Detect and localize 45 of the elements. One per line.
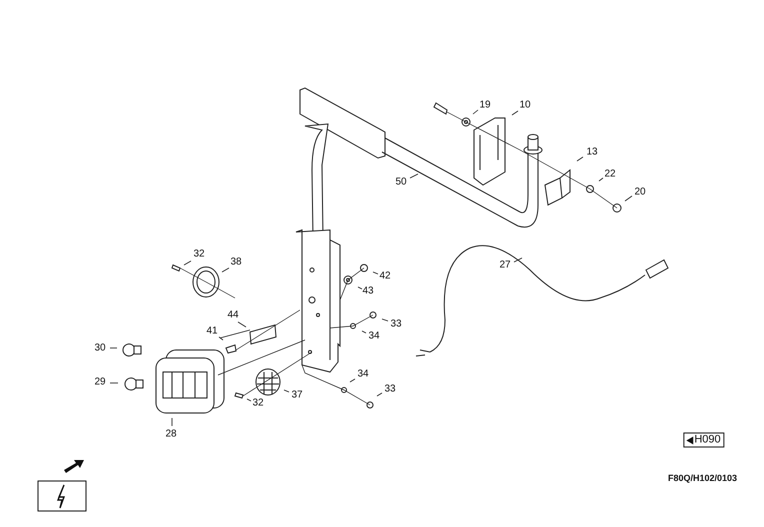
callout-number: 22 <box>604 168 616 180</box>
callout-number: 33 <box>384 384 396 394</box>
drawing-number: F80Q/H102/0103 <box>668 473 738 484</box>
callout-number: 50 <box>395 176 407 188</box>
callout-number: 19 <box>479 100 491 110</box>
callout-number: 20 <box>634 186 646 198</box>
leader-line <box>382 318 388 322</box>
leader-line <box>512 110 518 116</box>
leader-line <box>284 390 290 392</box>
leader-line <box>624 196 632 202</box>
callout-number: 28 <box>165 428 177 440</box>
callout-number: 29 <box>94 376 106 388</box>
leader-line <box>358 286 362 290</box>
leader-line <box>218 336 224 340</box>
callout-number: 33 <box>390 318 402 330</box>
leader-line <box>110 382 118 384</box>
callout-number: 41 <box>206 326 218 336</box>
leader-line <box>472 110 478 114</box>
callout-number: 27 <box>499 260 511 270</box>
reference-box <box>683 432 725 448</box>
leader-line <box>598 178 604 182</box>
leader-line <box>362 330 366 334</box>
callout-number: 37 <box>291 390 303 400</box>
callout-number: 30 <box>94 342 106 354</box>
callout-number: 34 <box>368 330 380 342</box>
leader-line <box>222 268 230 272</box>
callout-number: 10 <box>519 100 531 110</box>
leader-line <box>238 322 246 328</box>
callout-number: 13 <box>586 146 598 158</box>
leader-line <box>376 392 382 396</box>
leader-line <box>410 174 418 178</box>
leader-line <box>184 260 192 266</box>
callout-number: 38 <box>230 256 242 268</box>
callout-number: 34 <box>357 368 369 380</box>
callout-number: 32 <box>193 248 205 260</box>
callout-number: 42 <box>379 270 391 282</box>
leader-line <box>246 398 252 402</box>
page-reference: H090 <box>694 434 721 446</box>
leader-line <box>576 156 584 162</box>
callout-number: 44 <box>227 310 239 320</box>
callout-number: 32 <box>252 398 264 408</box>
callout-number: 43 <box>362 286 374 296</box>
leader-line <box>350 378 356 382</box>
leader-line <box>514 258 522 262</box>
leader-line <box>372 272 378 274</box>
